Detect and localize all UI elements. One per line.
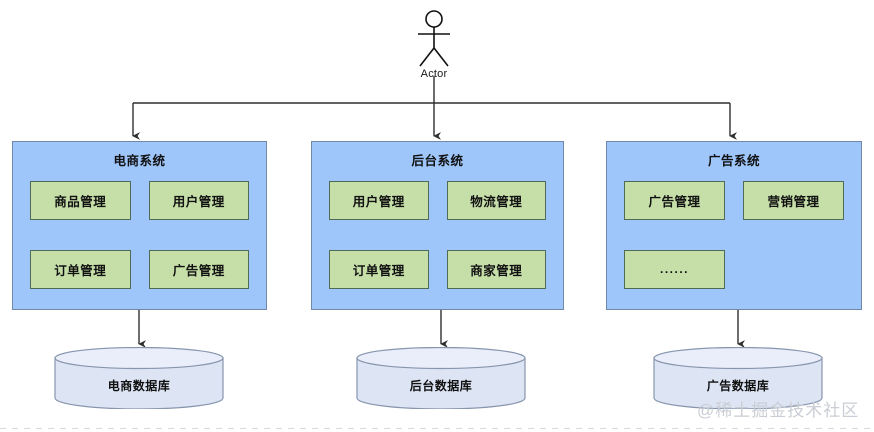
system-box-advertising[interactable]: 广告系统 广告管理 营销管理 ...... [606, 141, 862, 310]
actor-label: Actor [420, 68, 448, 80]
database-advertising[interactable]: 广告数据库 [653, 347, 823, 409]
module-box[interactable]: 用户管理 [329, 180, 429, 220]
module-box[interactable]: 广告管理 [624, 180, 725, 220]
module-grid: 商品管理 用户管理 订单管理 广告管理 [30, 178, 249, 291]
database-ecommerce[interactable]: 电商数据库 [54, 347, 224, 409]
database-backend[interactable]: 后台数据库 [356, 347, 526, 409]
module-box[interactable]: 物流管理 [446, 180, 546, 220]
bottom-divider [0, 428, 874, 429]
database-cylinder-icon [356, 347, 526, 409]
module-box[interactable]: 订单管理 [30, 249, 131, 289]
module-box[interactable]: 商品管理 [30, 180, 131, 220]
database-cylinder-icon [54, 347, 224, 409]
stick-figure-actor-icon [418, 10, 450, 67]
module-box[interactable]: 订单管理 [329, 249, 429, 289]
database-label: 电商数据库 [107, 379, 171, 393]
watermark: @稀土掘金技术社区 [697, 401, 860, 420]
module-box[interactable]: 商家管理 [446, 249, 546, 289]
system-title: 电商系统 [113, 154, 166, 168]
module-box[interactable]: 广告管理 [148, 249, 249, 289]
system-box-backend[interactable]: 后台系统 用户管理 物流管理 订单管理 商家管理 [311, 141, 564, 310]
module-slot-empty [743, 250, 844, 289]
module-box-ellipsis[interactable]: ...... [624, 249, 725, 289]
module-box[interactable]: 营销管理 [743, 180, 844, 220]
actor-node[interactable]: Actor [409, 8, 459, 80]
database-label: 后台数据库 [409, 379, 473, 393]
module-grid: 广告管理 营销管理 ...... [624, 178, 844, 291]
system-title: 后台系统 [411, 154, 464, 168]
module-box[interactable]: 用户管理 [148, 180, 249, 220]
module-grid: 用户管理 物流管理 订单管理 商家管理 [329, 178, 546, 291]
database-cylinder-icon [653, 347, 823, 409]
system-box-ecommerce[interactable]: 电商系统 商品管理 用户管理 订单管理 广告管理 [12, 141, 267, 310]
system-title: 广告系统 [707, 154, 760, 168]
database-label: 广告数据库 [706, 379, 770, 393]
